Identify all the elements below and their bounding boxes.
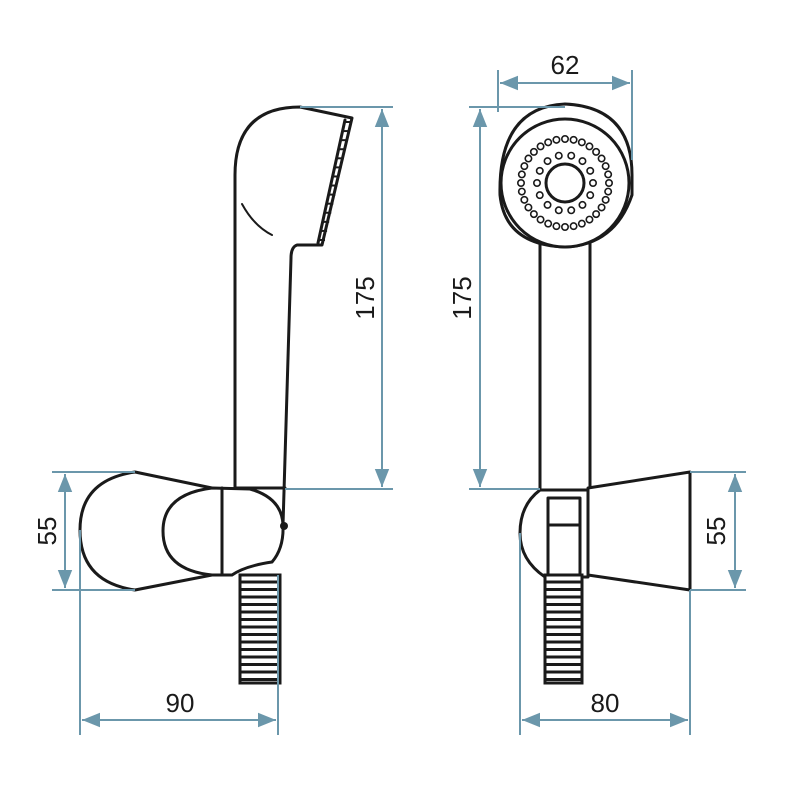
spray-hole xyxy=(520,195,529,204)
spray-hole xyxy=(560,135,569,144)
spray-hole xyxy=(532,179,541,188)
dimension-label-62: 62 xyxy=(551,50,580,80)
dimension-55-front: 55 xyxy=(690,471,746,591)
spray-hole xyxy=(604,170,613,179)
spray-hole xyxy=(604,179,613,188)
front-hose xyxy=(543,573,584,685)
spray-hole xyxy=(569,135,578,144)
dimension-label-90: 90 xyxy=(166,688,195,718)
spray-hole xyxy=(601,195,610,204)
front-handle xyxy=(538,228,592,494)
spray-hole xyxy=(560,223,569,232)
spray-face-serrations xyxy=(319,121,352,241)
spray-hole xyxy=(524,203,533,212)
spray-hole xyxy=(516,179,525,188)
spray-holes xyxy=(516,135,613,232)
dimension-55-side: 55 xyxy=(32,471,135,591)
spray-hole xyxy=(517,187,526,196)
front-bracket-cradle xyxy=(518,488,590,579)
spray-hole xyxy=(569,222,578,231)
dimension-label-55-front: 55 xyxy=(701,517,731,546)
spray-hole xyxy=(585,142,594,151)
dimension-label-80: 80 xyxy=(591,688,620,718)
spray-hole xyxy=(544,138,553,147)
spray-hole xyxy=(588,179,597,188)
side-view xyxy=(78,105,354,685)
spray-hole xyxy=(543,157,552,166)
spray-hole xyxy=(597,203,606,212)
dimension-80: 80 xyxy=(519,533,691,735)
spray-hole xyxy=(577,138,586,147)
front-view xyxy=(498,102,692,685)
dimension-label-55-side: 55 xyxy=(32,517,62,546)
dimension-175-side: 175 xyxy=(285,106,393,490)
spray-hole xyxy=(585,215,594,224)
spray-hole xyxy=(578,157,587,166)
spray-hole xyxy=(543,200,552,209)
spray-hole xyxy=(592,210,601,219)
spray-hole xyxy=(524,154,533,163)
spray-hole xyxy=(535,191,544,200)
dimension-label-175-side: 175 xyxy=(350,276,380,319)
spray-hole xyxy=(536,142,545,151)
front-bracket-wing xyxy=(586,470,692,592)
side-spray-face xyxy=(316,118,347,245)
spray-hole xyxy=(586,191,595,200)
dimension-62: 62 xyxy=(497,50,633,160)
spray-hole xyxy=(554,151,563,160)
side-hose xyxy=(238,573,282,685)
dimension-label-175-front: 175 xyxy=(447,276,477,319)
side-pivot-dot xyxy=(280,522,288,530)
spray-hole xyxy=(529,210,538,219)
front-bracket-channel xyxy=(546,496,582,579)
spray-hole xyxy=(592,147,601,156)
spray-hole xyxy=(586,166,595,175)
spray-hole xyxy=(604,187,613,196)
spray-hole xyxy=(601,162,610,171)
spray-hole xyxy=(552,222,561,231)
spray-hole xyxy=(577,219,586,228)
spray-hole xyxy=(517,170,526,179)
spray-hole xyxy=(544,219,553,228)
dimension-90: 90 xyxy=(79,530,279,735)
spray-hole xyxy=(554,206,563,215)
spray-hole xyxy=(578,200,587,209)
spray-hole xyxy=(552,135,561,144)
spray-hole xyxy=(529,147,538,156)
spray-hole xyxy=(535,166,544,175)
dimension-175-front: 175 xyxy=(447,106,565,490)
hose-outline xyxy=(543,573,584,685)
spray-hole xyxy=(567,206,576,215)
spray-hole xyxy=(536,215,545,224)
spray-hole xyxy=(520,162,529,171)
center-nozzle xyxy=(544,162,586,204)
spray-hole xyxy=(567,151,576,160)
side-handle-contour xyxy=(241,203,273,236)
spray-hole xyxy=(597,154,606,163)
hose-outline xyxy=(238,573,282,685)
